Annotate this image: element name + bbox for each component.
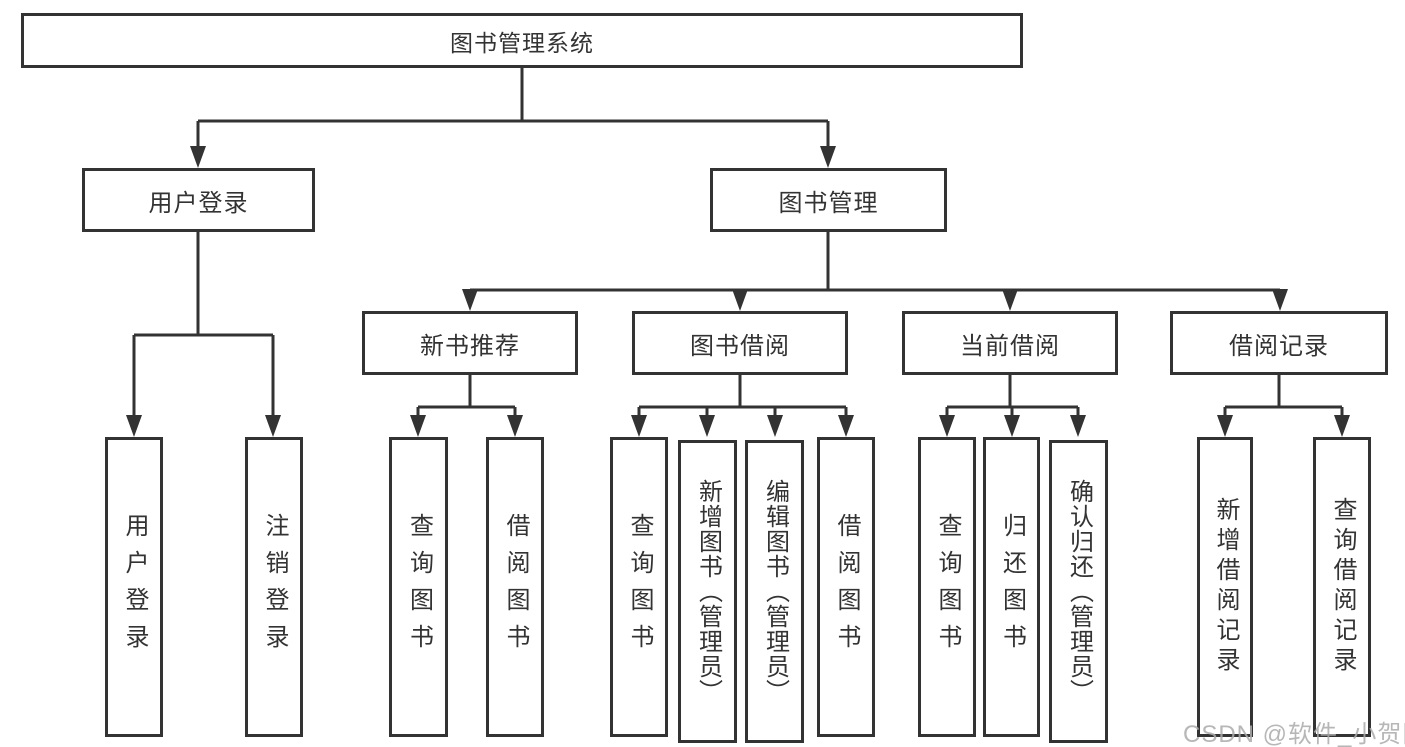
leaf-query-books-1: 查询图书 bbox=[389, 437, 448, 737]
node-new-book-recommend: 新书推荐 bbox=[362, 311, 578, 375]
node-root-system: 图书管理系统 bbox=[21, 13, 1023, 68]
leaf-query-books-3: 查询图书 bbox=[918, 437, 976, 737]
leaf-logout: 注销登录 bbox=[245, 437, 303, 737]
leaf-borrow-books-1: 借阅图书 bbox=[486, 437, 544, 737]
leaf-borrow-books-2: 借阅图书 bbox=[817, 437, 875, 737]
node-user-login-module: 用户登录 bbox=[82, 168, 315, 232]
node-borrow-record: 借阅记录 bbox=[1170, 311, 1388, 375]
leaf-return-book: 归还图书 bbox=[983, 437, 1040, 737]
node-book-borrow: 图书借阅 bbox=[632, 311, 848, 375]
node-current-borrow: 当前借阅 bbox=[902, 311, 1118, 375]
leaf-add-book-admin: 新增图书（管理员） bbox=[678, 440, 737, 743]
leaf-user-login: 用户登录 bbox=[105, 437, 163, 737]
leaf-query-borrow-record: 查询借阅记录 bbox=[1313, 437, 1371, 737]
leaf-add-borrow-record: 新增借阅记录 bbox=[1197, 437, 1253, 737]
leaf-query-books-2: 查询图书 bbox=[610, 437, 668, 737]
leaf-edit-book-admin: 编辑图书（管理员） bbox=[745, 440, 804, 743]
node-book-management-module: 图书管理 bbox=[710, 168, 947, 232]
arrowhead-icons bbox=[126, 146, 1350, 437]
leaf-confirm-return-admin: 确认归还（管理员） bbox=[1049, 440, 1108, 743]
